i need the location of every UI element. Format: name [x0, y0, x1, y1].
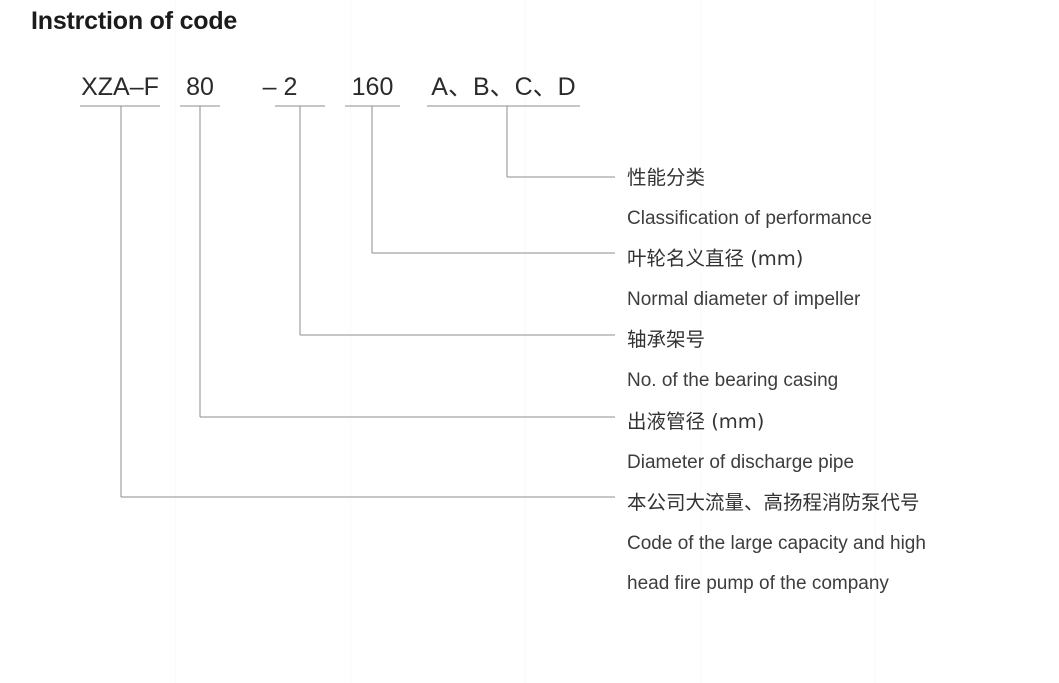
label-series-en-1: Code of the large capacity and high [627, 533, 926, 554]
label-performance-cn: 性能分类 [627, 166, 706, 189]
label-impeller-cn: 叶轮名义直径 (mm) [627, 247, 804, 270]
code-segment-bearing: – 2 [262, 73, 298, 101]
code-segment-impeller: 160 [351, 73, 394, 101]
label-impeller-en: Normal diameter of impeller [627, 289, 861, 310]
background-band-0 [175, 0, 176, 683]
label-series-en-2: head fire pump of the company [627, 573, 889, 594]
label-bearing-en: No. of the bearing casing [627, 370, 839, 391]
code-segment-discharge: 80 [186, 73, 214, 101]
background-band-2 [525, 0, 526, 683]
background-band-1 [350, 0, 351, 683]
label-series-cn: 本公司大流量、高扬程消防泵代号 [627, 491, 920, 514]
code-segment-performance: A、B、C、D [431, 73, 576, 101]
page-title: Instrction of code [31, 7, 238, 35]
label-performance-en: Classification of performance [627, 208, 872, 229]
label-bearing-cn: 轴承架号 [627, 328, 706, 351]
label-discharge-en: Diameter of discharge pipe [627, 452, 855, 473]
code-segment-series: XZA–F [81, 73, 159, 101]
label-discharge-cn: 出液管径 (mm) [627, 410, 765, 433]
